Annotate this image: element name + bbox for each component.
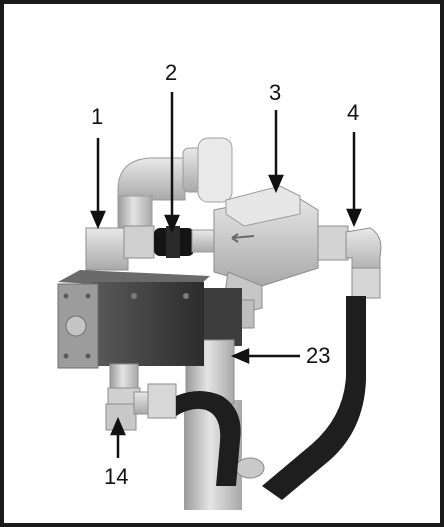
valve-top: [225, 185, 301, 227]
right-hose: [262, 296, 366, 500]
flow-arrow-mark: [231, 233, 255, 243]
callout-23: 23: [306, 343, 331, 368]
arrow-down-icon: [268, 174, 284, 194]
top-elbow-nut: [197, 137, 233, 203]
connector-tube: [191, 229, 215, 253]
top-elbow: [117, 157, 186, 201]
callout-arrows: [90, 92, 362, 458]
tee-side-nut: [123, 225, 155, 259]
callout-2: 2: [165, 60, 178, 85]
callout-14: 14: [104, 464, 129, 489]
arrow-up-icon: [110, 416, 126, 436]
tee-fitting: [85, 227, 129, 271]
callout-1: 1: [91, 104, 104, 129]
valve-right-nut: [317, 225, 349, 261]
callout-4: 4: [347, 100, 360, 125]
arrow-down-icon: [346, 208, 362, 228]
solenoid-knob: [65, 315, 87, 337]
arrow-left-icon: [230, 348, 250, 364]
black-coupling-band: [166, 226, 180, 258]
right-elbow-nut: [351, 267, 381, 299]
arrow-down-icon: [164, 214, 180, 234]
lower-hose: [176, 391, 241, 486]
pipe-flange: [235, 457, 265, 479]
lower-cross-nut: [147, 383, 177, 419]
callout-3: 3: [269, 80, 282, 105]
lower-left-drop: [109, 363, 139, 393]
arrow-down-icon: [90, 210, 106, 230]
